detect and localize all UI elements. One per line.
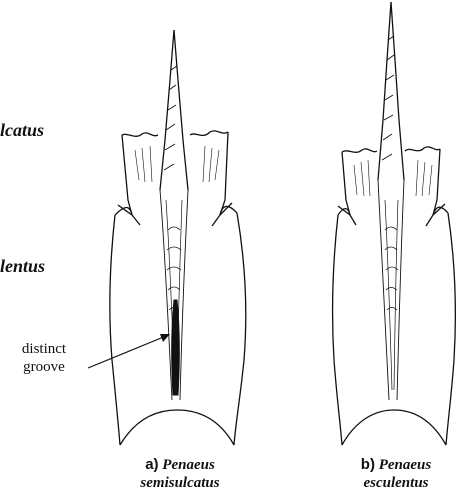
annotation-line2: groove [6, 358, 82, 376]
caption-b-letter: b) [361, 456, 375, 473]
groove-annotation: distinct groove [6, 340, 82, 376]
caption-b-genus: Penaeus [379, 457, 432, 473]
annotation-line1: distinct [6, 340, 82, 358]
groove-mark [172, 300, 180, 395]
caption-a: a) Penaeus semisulcatus [110, 456, 250, 492]
carapace-b-outline [333, 2, 456, 445]
caption-a-genus: Penaeus [162, 457, 215, 473]
side-label-top: lcatus [0, 120, 44, 141]
caption-a-species: semisulcatus [110, 474, 250, 492]
side-label-bottom: lentus [0, 256, 45, 277]
groove-pointer-arrow [88, 334, 170, 368]
caption-b-species: esculentus [326, 474, 466, 492]
caption-a-letter: a) [145, 456, 158, 473]
caption-b: b) Penaeus esculentus [326, 456, 466, 492]
